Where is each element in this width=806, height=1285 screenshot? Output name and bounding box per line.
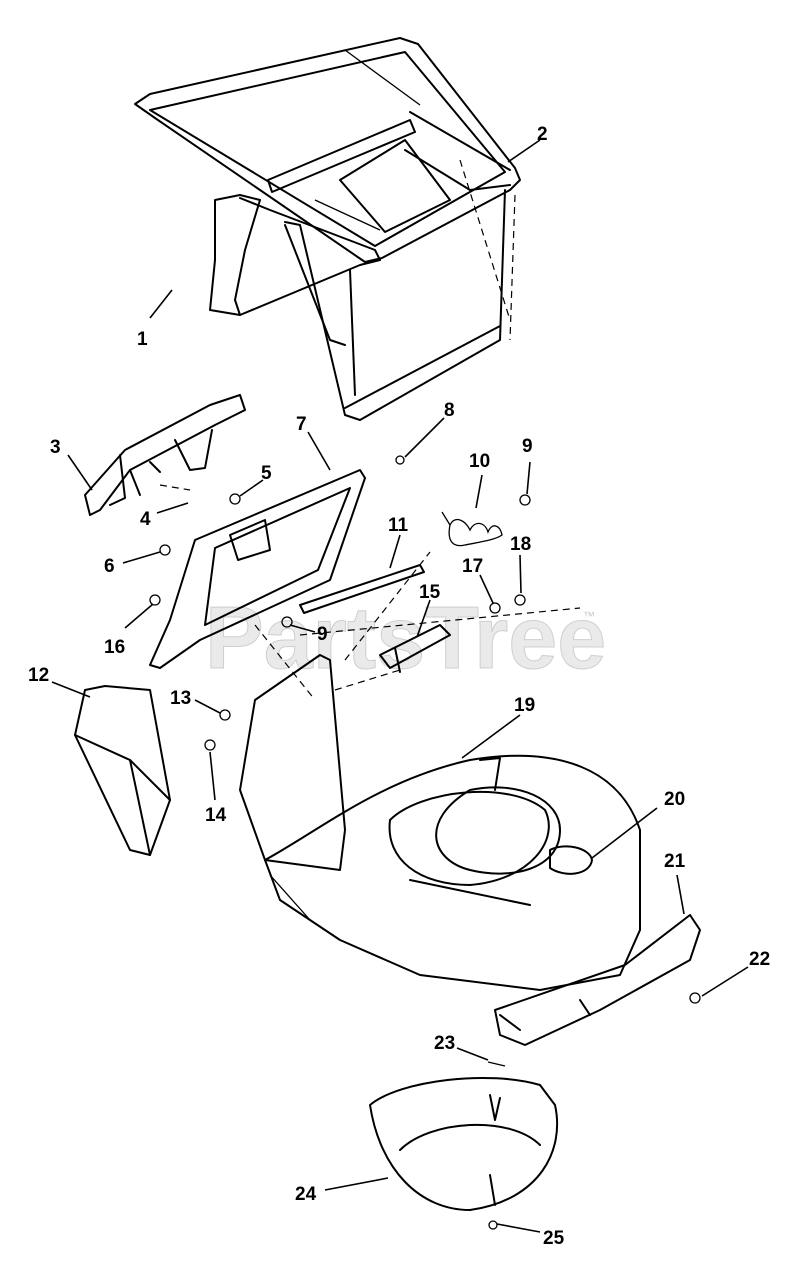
callout-20: 20: [664, 789, 685, 810]
latch: [379, 624, 451, 673]
callout-2: 2: [537, 124, 548, 145]
hinge-rod: [299, 551, 431, 661]
callout-13: 13: [170, 688, 191, 709]
watermark-trademark: ™: [583, 609, 595, 623]
baffle-bowl: [369, 1077, 559, 1211]
callout-9-mid: 9: [317, 624, 328, 645]
nut-17: [489, 602, 501, 614]
callout-5: 5: [261, 463, 272, 484]
callout-25: 25: [543, 1228, 565, 1249]
mower-deck: [239, 654, 641, 991]
nut-9-mid: [281, 616, 293, 628]
callout-24: 24: [295, 1184, 317, 1205]
callout-1: 1: [137, 329, 148, 350]
callout-12: 12: [28, 665, 49, 686]
callout-14: 14: [205, 805, 227, 826]
callout-8: 8: [444, 400, 455, 421]
callout-9-top: 9: [522, 436, 533, 457]
callout-21: 21: [664, 851, 686, 872]
screw-23: [487, 1061, 506, 1067]
grass-bag: [209, 49, 516, 396]
bolt-13: [219, 709, 231, 721]
screw-8: [395, 455, 405, 465]
rear-skirt: [494, 914, 701, 1046]
leader-lines: [51, 139, 749, 1233]
nut-18: [514, 594, 526, 606]
nut-22: [689, 992, 701, 1004]
callout-10: 10: [469, 451, 490, 472]
callout-23: 23: [434, 1033, 455, 1054]
callout-19: 19: [514, 695, 535, 716]
grass-bag-frame: [134, 37, 521, 421]
callout-18: 18: [510, 534, 531, 555]
watermark-text: PartsTree: [205, 588, 606, 687]
callout-17: 17: [462, 556, 483, 577]
callout-11: 11: [388, 515, 409, 536]
nut-5: [229, 493, 241, 505]
callout-4: 4: [140, 509, 151, 530]
callout-22: 22: [749, 949, 770, 970]
nut-9-top: [519, 494, 531, 506]
alignment-lines: [159, 484, 581, 701]
bolt-14: [204, 739, 216, 751]
torsion-spring: [441, 511, 503, 547]
screw-25: [488, 1220, 498, 1230]
deflector-door: [84, 394, 246, 516]
callout-labels: 1 2 3 4 5 6 7 8 9 10 11 9 12 13 14 15 16…: [28, 124, 770, 1249]
hinge-bracket: [149, 469, 366, 669]
washer-16: [149, 594, 161, 606]
callout-3: 3: [50, 437, 61, 458]
hardware: [149, 455, 701, 1230]
callout-6: 6: [104, 556, 115, 577]
callout-15: 15: [419, 582, 441, 603]
bag-cover: [74, 685, 171, 856]
bolt-6: [159, 544, 171, 556]
callout-16: 16: [104, 637, 125, 658]
callout-7: 7: [296, 414, 307, 435]
